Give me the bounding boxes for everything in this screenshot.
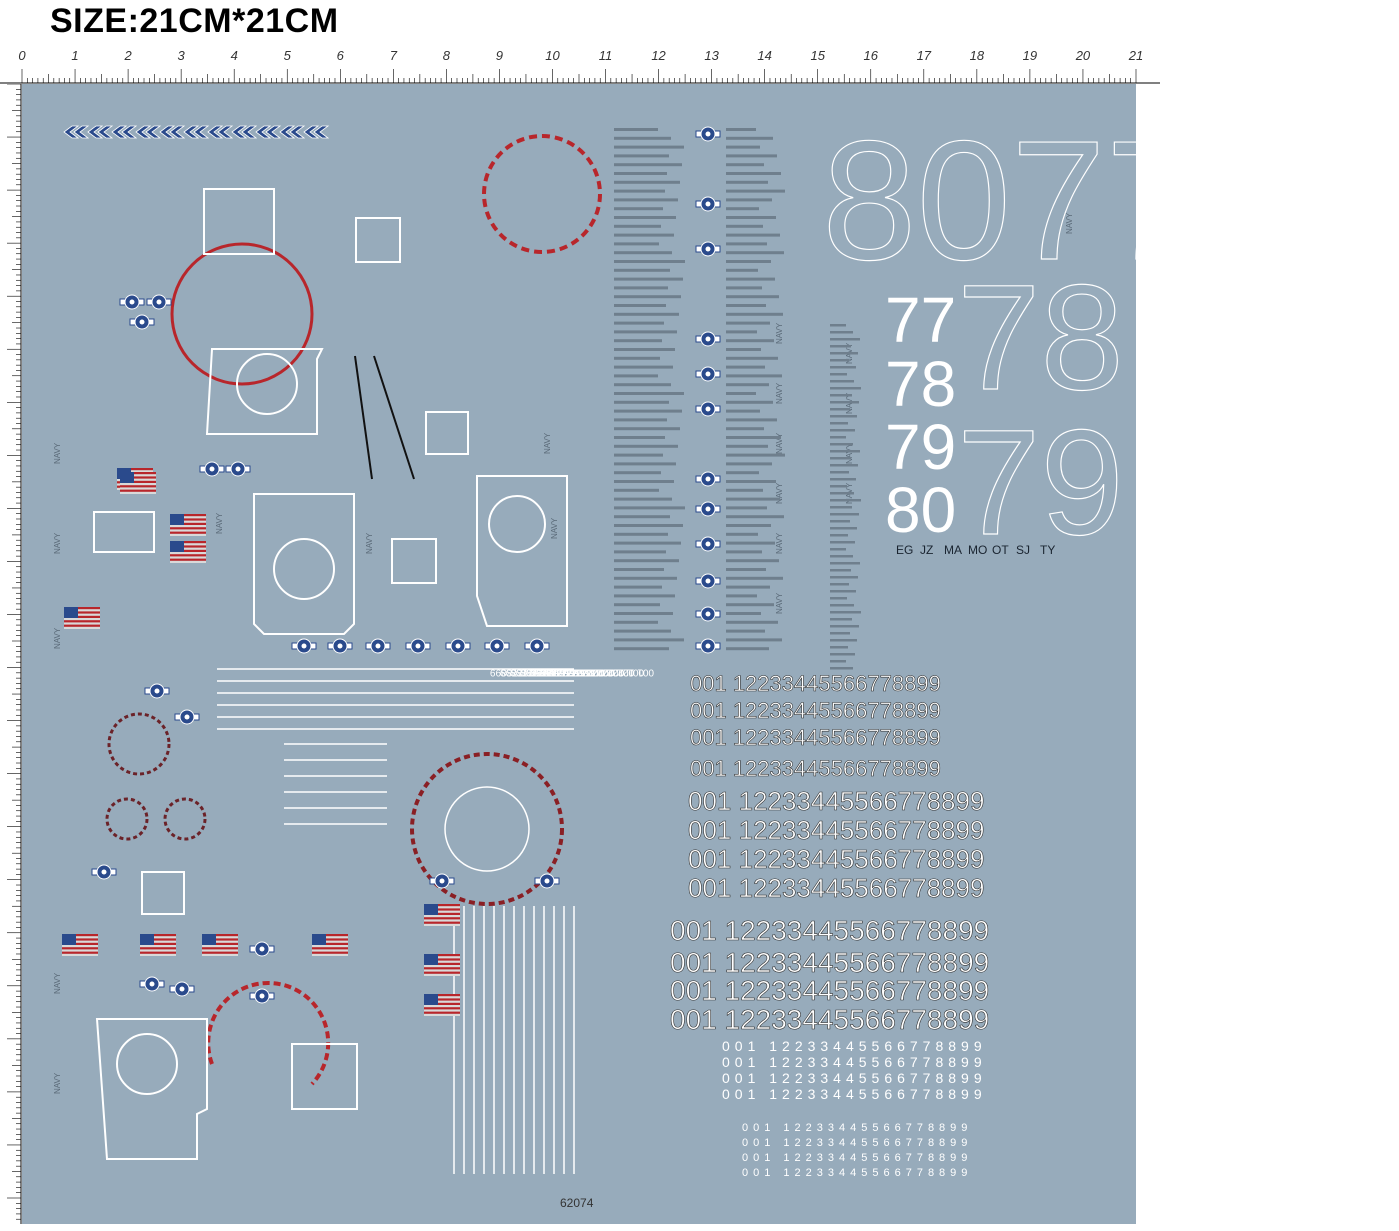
navy-label: NAVY: [550, 517, 559, 539]
ruler-tick-label: 12: [651, 48, 666, 63]
digit-column: 001 12233445566778899: [520, 667, 634, 678]
ruler-tick-label: 4: [231, 48, 238, 63]
ruler-tick-label: 1: [71, 48, 78, 63]
digit-row: 001 12233445566778899: [670, 975, 989, 1006]
digit-column: 001 12233445566778899: [510, 667, 624, 678]
digit-row: 001 12233445566778899: [690, 671, 941, 696]
digit-row: 001 12233445566778899: [742, 1137, 972, 1149]
squadron-code: TY: [1040, 543, 1055, 557]
digit-row: 001 12233445566778899: [690, 756, 941, 781]
outline-number-79: 79: [957, 398, 1124, 566]
squadron-code: EG: [896, 543, 913, 557]
squadron-code: JZ: [920, 543, 933, 557]
digit-row: 001 12233445566778899: [742, 1167, 972, 1179]
digit-row: 001 12233445566778899: [722, 1038, 987, 1054]
ruler-tick-label: 2: [123, 48, 132, 63]
squadron-codes: EG JZ MA MO OT SJ TY: [896, 543, 1055, 557]
ruler-tick-label: 13: [704, 48, 719, 63]
navy-label: NAVY: [775, 322, 784, 344]
ruler-tick-label: 16: [864, 48, 879, 63]
digit-row: 001 12233445566778899: [670, 1004, 989, 1035]
digit-row: 001 12233445566778899: [742, 1122, 972, 1134]
digit-row: 001 12233445566778899: [722, 1054, 987, 1070]
digit-column: 001 12233445566778899: [490, 667, 604, 678]
digit-row: 001 12233445566778899: [742, 1152, 972, 1164]
navy-label: NAVY: [1065, 212, 1074, 234]
digit-row: 001 12233445566778899: [722, 1086, 987, 1102]
ruler-tick-label: 17: [917, 48, 932, 63]
ruler-tick-label: 6: [337, 48, 345, 63]
solid-number-80: 80: [885, 474, 956, 546]
navy-label: NAVY: [53, 627, 62, 649]
squadron-code: MA: [944, 543, 962, 557]
navy-label: NAVY: [775, 482, 784, 504]
ruler-tick-label: 11: [599, 48, 613, 63]
solid-number-77: 77: [885, 284, 956, 356]
ruler-tick-label: 20: [1075, 48, 1091, 63]
ruler-tick-label: 19: [1023, 48, 1037, 63]
digit-row: 001 12233445566778899: [688, 815, 984, 845]
squadron-code: SJ: [1016, 543, 1030, 557]
ruler-tick-label: 18: [970, 48, 985, 63]
ruler-tick-label: 10: [545, 48, 560, 63]
digit-column: 001 12233445566778899: [530, 667, 644, 678]
digit-row: 001 12233445566778899: [688, 873, 984, 903]
digit-row: 001 12233445566778899: [690, 725, 941, 750]
solid-number-79: 79: [885, 411, 956, 483]
ruler-tick-label: 5: [284, 48, 292, 63]
ruler-tick-label: 9: [496, 48, 503, 63]
navy-label: NAVY: [775, 432, 784, 454]
solid-number-78: 78: [885, 348, 956, 420]
digit-row: 001 12233445566778899: [670, 915, 989, 946]
navy-label: NAVY: [845, 442, 854, 464]
navy-label: NAVY: [775, 382, 784, 404]
navy-label: NAVY: [53, 972, 62, 994]
navy-label: NAVY: [365, 532, 374, 554]
left-ruler: [7, 84, 22, 1224]
ruler-tick-label: 7: [390, 48, 398, 63]
digit-row: 001 12233445566778899: [670, 947, 989, 978]
ruler-tick-label: 0: [18, 48, 26, 63]
ruler-tick-label: 14: [757, 48, 771, 63]
navy-label: NAVY: [775, 592, 784, 614]
digit-row: 001 12233445566778899: [722, 1070, 987, 1086]
navy-label: NAVY: [53, 1072, 62, 1094]
navy-label: NAVY: [53, 532, 62, 554]
digit-column: 001 12233445566778899: [500, 667, 614, 678]
sheet-size-title: SIZE:21CM*21CM: [50, 2, 339, 40]
digit-row: 001 12233445566778899: [688, 786, 984, 816]
squadron-code: MO: [968, 543, 987, 557]
digit-row: 001 12233445566778899: [690, 698, 941, 723]
navy-label: NAVY: [775, 532, 784, 554]
squadron-code: OT: [992, 543, 1009, 557]
sheet-code: 62074: [560, 1196, 594, 1210]
navy-label: NAVY: [53, 442, 62, 464]
navy-label: NAVY: [543, 432, 552, 454]
ruler-tick-label: 15: [810, 48, 825, 63]
ruler-tick-label: 3: [178, 48, 186, 63]
outline-number-78: 78: [957, 253, 1124, 421]
ruler-tick-label: 21: [1128, 48, 1143, 63]
deck-markings: NAVY NAVY NAVY NAVY NAVY NAVY NAVY NAVY NAVY NAVY…: [53, 125, 1074, 1174]
ruler-tick-label: 8: [443, 48, 451, 63]
digit-row: 001 12233445566778899: [688, 844, 984, 874]
navy-label: NAVY: [215, 512, 224, 534]
digit-column: 001 12233445566778899: [540, 667, 654, 678]
